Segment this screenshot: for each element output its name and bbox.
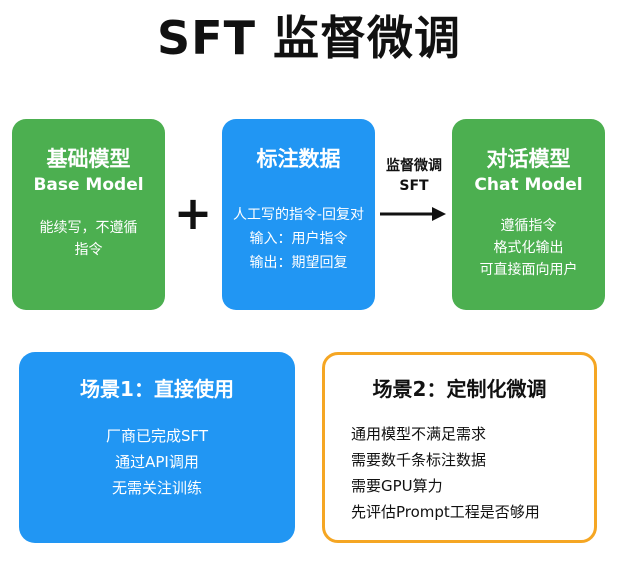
chat-model-line: 遵循指令 [500, 218, 557, 234]
plus-sign: + [173, 186, 213, 240]
scenario-1-line: 无需关注训练 [111, 479, 202, 497]
arrow-label-line1: 监督微调 [386, 158, 442, 174]
chat-model-title-cn: 对话模型 [486, 147, 571, 171]
scenario-2-line: 需要数千条标注数据 [351, 451, 487, 469]
arrow-label: 监督微调 SFT [376, 156, 452, 196]
scenario-1-line: 通过API调用 [115, 453, 199, 471]
chat-model-title-en: Chat Model [474, 175, 583, 195]
base-model-title-en: Base Model [33, 175, 144, 195]
scenario-2-line: 通用模型不满足需求 [351, 425, 487, 443]
arrow-label-line2: SFT [399, 178, 429, 194]
scenario-2-list: 通用模型不满足需求 需要数千条标注数据 需要GPU算力 先评估Prompt工程是… [325, 421, 594, 525]
chat-model-line: 格式化输出 [493, 240, 564, 256]
scenario-1-title: 场景1：直接使用 [80, 377, 234, 401]
base-model-box: 基础模型 Base Model 能续写，不遵循指令 [12, 119, 165, 310]
scenario-1-line: 厂商已完成SFT [105, 427, 209, 445]
labeled-data-line: 输入：用户指令 [249, 231, 348, 247]
chat-model-line: 可直接面向用户 [479, 262, 578, 278]
chat-model-box: 对话模型 Chat Model 遵循指令 格式化输出 可直接面向用户 [452, 119, 605, 310]
base-model-title-cn: 基础模型 [46, 147, 131, 171]
labeled-data-line: 人工写的指令-回复对 [232, 207, 365, 223]
labeled-data-line: 输出：期望回复 [249, 255, 348, 271]
labeled-data-box: 标注数据 人工写的指令-回复对 输入：用户指令 输出：期望回复 [222, 119, 375, 310]
page-title: SFT 监督微调 [157, 11, 461, 65]
right-arrow-icon [380, 207, 446, 221]
scenario-2-card: 场景2：定制化微调 通用模型不满足需求 需要数千条标注数据 需要GPU算力 先评… [322, 352, 597, 543]
labeled-data-title: 标注数据 [256, 147, 341, 171]
scenario-2-line: 先评估Prompt工程是否够用 [351, 503, 540, 521]
scenario-1-card: 场景1：直接使用 厂商已完成SFT 通过API调用 无需关注训练 [19, 352, 295, 543]
base-model-desc: 能续写，不遵循指令 [39, 220, 138, 258]
scenario-2-title: 场景2：定制化微调 [372, 377, 547, 401]
scenario-1-list: 厂商已完成SFT 通过API调用 无需关注训练 [19, 423, 295, 501]
scenario-2-line: 需要GPU算力 [351, 477, 443, 495]
